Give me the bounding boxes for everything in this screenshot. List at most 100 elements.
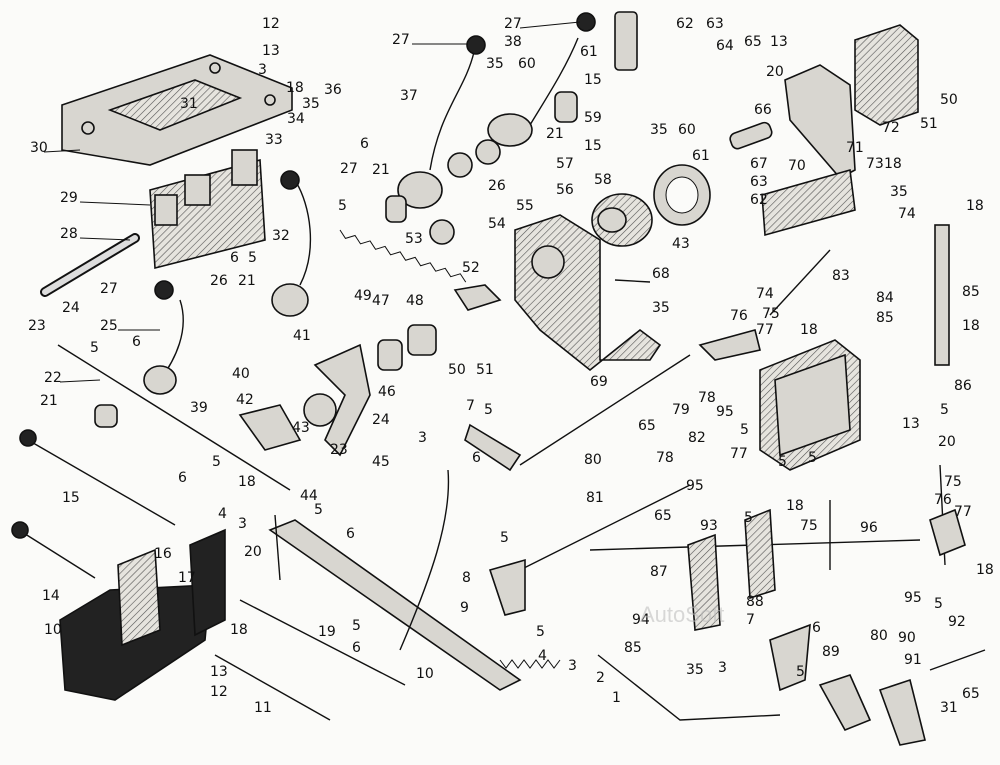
callout-26: 26 (210, 273, 228, 289)
callout-85: 85 (962, 284, 980, 300)
callout-16: 16 (154, 546, 172, 562)
callout-13: 13 (770, 34, 788, 50)
callout-62: 62 (676, 16, 694, 32)
callout-69: 69 (590, 374, 608, 390)
callout-5: 5 (248, 250, 257, 266)
callout-28: 28 (60, 226, 78, 242)
callout-67: 67 (750, 156, 768, 172)
part-8-link (399, 469, 450, 651)
callout-5: 5 (744, 510, 753, 526)
callout-5: 5 (90, 340, 99, 356)
part-11-rod (214, 654, 331, 721)
callout-5: 5 (500, 530, 509, 546)
callout-27: 27 (504, 16, 522, 32)
part-70-plate (761, 168, 856, 237)
part-22-shaft (57, 344, 291, 491)
callout-52: 52 (462, 260, 480, 276)
callout-21: 21 (372, 162, 390, 178)
callout-85: 85 (876, 310, 894, 326)
callout-5: 5 (338, 198, 347, 214)
callout-29: 29 (60, 190, 78, 206)
part-30-cover-plate (61, 54, 293, 166)
callout-18: 18 (966, 198, 984, 214)
callout-63: 63 (706, 16, 724, 32)
callout-7: 7 (746, 612, 755, 628)
callout-5: 5 (778, 454, 787, 470)
callout-5: 5 (352, 618, 361, 634)
callout-31: 31 (940, 700, 958, 716)
callout-3: 3 (238, 516, 247, 532)
callout-33: 33 (265, 132, 283, 148)
callout-48: 48 (406, 293, 424, 309)
callout-50: 50 (448, 362, 466, 378)
part-25-lever (143, 280, 184, 395)
callout-44: 44 (300, 488, 318, 504)
part-49-spring (339, 229, 467, 283)
callout-73: 73 (866, 156, 884, 172)
callout-93: 93 (700, 518, 718, 534)
part-71-gasket (784, 64, 856, 180)
callout-84: 84 (876, 290, 894, 306)
callout-8: 8 (462, 570, 471, 586)
leader-lines (43, 21, 581, 383)
part-29-shifter-block (149, 149, 266, 270)
callout-21: 21 (546, 126, 564, 142)
callout-89: 89 (822, 644, 840, 660)
callout-46: 46 (378, 384, 396, 400)
callout-25: 25 (100, 318, 118, 334)
callout-5: 5 (314, 502, 323, 518)
callout-20: 20 (244, 544, 262, 560)
callout-26: 26 (488, 178, 506, 194)
callout-35: 35 (650, 122, 668, 138)
callout-37: 37 (400, 88, 418, 104)
part-37-lever (397, 35, 486, 209)
callout-2: 2 (596, 670, 605, 686)
callout-50: 50 (940, 92, 958, 108)
callout-56: 56 (556, 182, 574, 198)
callout-90: 90 (898, 630, 916, 646)
misc-small-parts (94, 11, 986, 746)
callout-10: 10 (44, 622, 62, 638)
callout-31: 31 (180, 96, 198, 112)
callout-76: 76 (934, 492, 952, 508)
callout-3: 3 (258, 62, 267, 78)
callout-91: 91 (904, 652, 922, 668)
callout-6: 6 (360, 136, 369, 152)
callout-78: 78 (656, 450, 674, 466)
callout-35: 35 (890, 184, 908, 200)
callout-65: 65 (962, 686, 980, 702)
callout-23: 23 (28, 318, 46, 334)
callout-4: 4 (538, 648, 547, 664)
callout-6: 6 (230, 250, 239, 266)
part-32-lever (271, 170, 312, 317)
callout-23: 23 (330, 442, 348, 458)
callout-5: 5 (212, 454, 221, 470)
callout-95: 95 (904, 590, 922, 606)
callout-76: 76 (730, 308, 748, 324)
callout-30: 30 (30, 140, 48, 156)
callout-40: 40 (232, 366, 250, 382)
callout-65: 65 (744, 34, 762, 50)
callout-1: 1 (612, 690, 621, 706)
callout-35: 35 (652, 300, 670, 316)
callout-86: 86 (954, 378, 972, 394)
callout-42: 42 (236, 392, 254, 408)
callout-64: 64 (716, 38, 734, 54)
callout-88: 88 (746, 594, 764, 610)
callout-70: 70 (788, 158, 806, 174)
callout-83: 83 (832, 268, 850, 284)
part-75-rods (769, 224, 950, 570)
callout-51: 51 (920, 116, 938, 132)
callout-24: 24 (372, 412, 390, 428)
callout-45: 45 (372, 454, 390, 470)
callout-54: 54 (488, 216, 506, 232)
callout-18: 18 (238, 474, 256, 490)
callout-63: 63 (750, 174, 768, 190)
callout-75: 75 (944, 474, 962, 490)
callout-77: 77 (730, 446, 748, 462)
callout-6: 6 (346, 526, 355, 542)
callout-20: 20 (938, 434, 956, 450)
